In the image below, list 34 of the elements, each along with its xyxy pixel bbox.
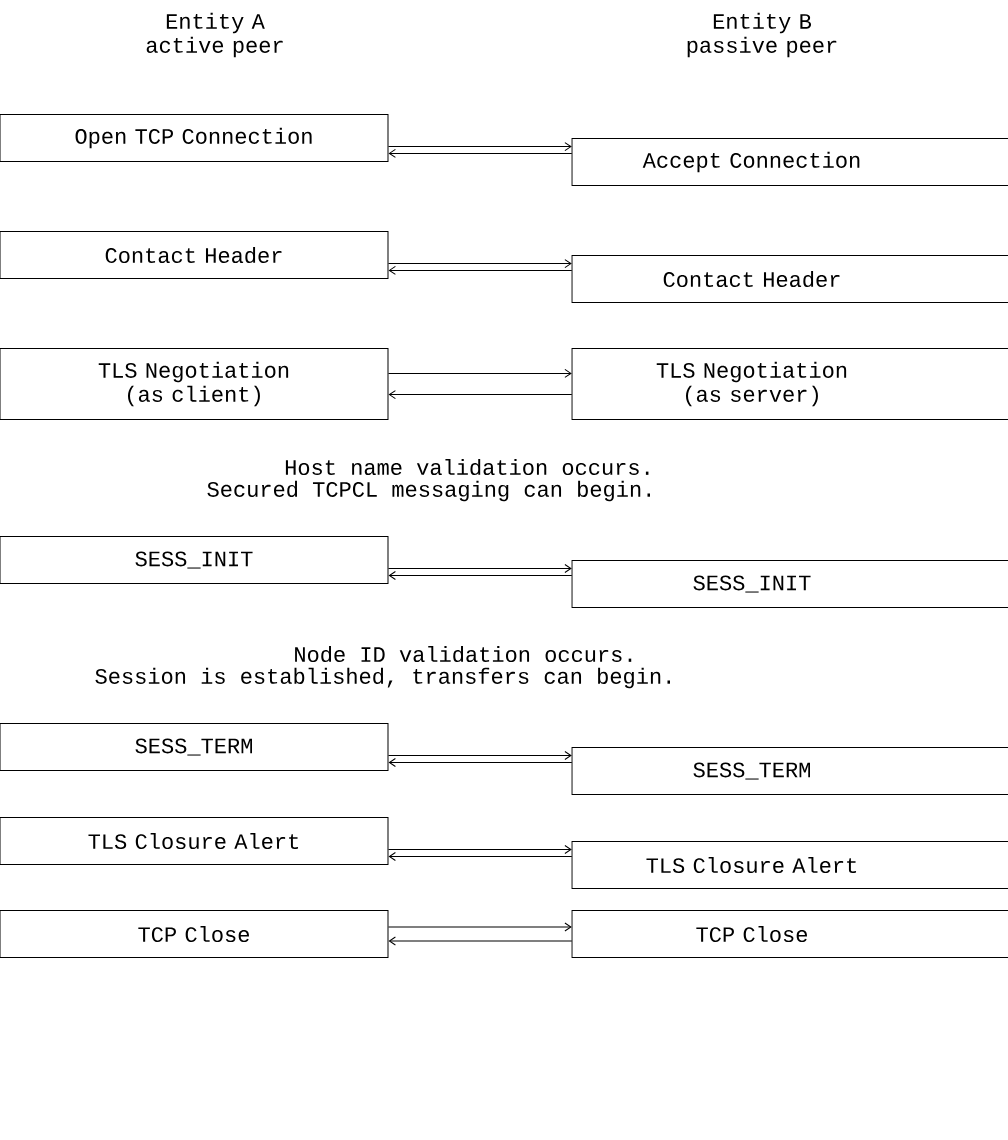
process-box: SESS_INIT [0,536,389,584]
process-box: TLS Negotiation (as server) [571,348,1008,420]
process-box: SESS_INIT [571,560,1008,608]
process-box: Contact Header [0,231,389,279]
arrow [388,922,572,932]
arrow [388,751,572,760]
arrow [388,259,572,269]
process-box: TLS Closure Alert [571,841,1008,889]
note-text: Host name validation occurs. [285,458,649,476]
arrow [388,852,573,861]
process-box: TCP Close [571,910,1008,958]
process-box: SESS_TERM [0,723,389,771]
note-text: Secured TCPCL messaging can begin. [207,480,650,502]
note-text: Node ID validation occurs. [295,645,632,663]
process-box: TCP Close [0,910,389,958]
arrow [388,390,573,400]
process-box: SESS_TERM [571,747,1008,795]
arrow [388,936,573,946]
arrow [388,148,573,158]
process-box: Contact Header [571,255,1008,303]
arrow [388,564,572,573]
note-text: Entity B passive peer [687,12,837,58]
arrow [388,142,572,152]
note-text: Session is established, transfers can begin. [95,667,670,689]
arrow [388,368,572,378]
arrow [388,571,573,580]
process-box: TLS Closure Alert [0,817,389,865]
arrow [388,265,573,275]
arrow [388,758,573,767]
process-box: Accept Connection [571,138,1008,186]
process-box: TLS Negotiation (as client) [0,348,389,420]
process-box: Open TCP Connection [0,114,389,162]
arrow [388,845,572,854]
note-text: Entity A active peer [146,12,283,58]
